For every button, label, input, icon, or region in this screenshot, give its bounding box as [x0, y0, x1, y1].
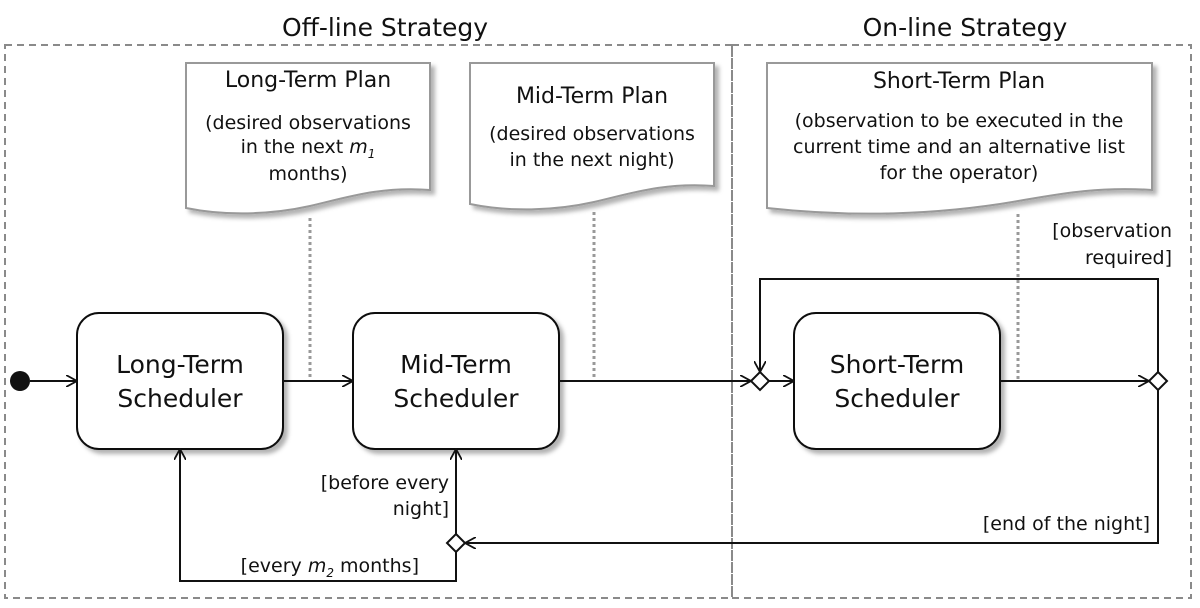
initial-node	[10, 371, 30, 391]
short-term-plan-document: Short-Term Plan (observation to be execu…	[766, 62, 1153, 215]
guard-before-every-night-line2: night]	[393, 498, 449, 520]
guard-observation-required-line2: required]	[1085, 247, 1172, 269]
short-term-scheduler-line2: Scheduler	[834, 384, 960, 413]
online-title: On-line Strategy	[863, 13, 1068, 42]
long-term-plan-line1: (desired observations	[205, 112, 411, 134]
flow-observation-required-loop	[760, 278, 1159, 372]
mid-term-plan-line2: in the next night)	[510, 149, 675, 171]
guard-end-of-night: [end of the night]	[983, 513, 1150, 535]
merge-node	[749, 370, 771, 392]
short-term-plan-line1: (observation to be executed in the	[795, 110, 1124, 132]
flow-end-of-night	[465, 390, 1159, 543]
short-term-plan-line2: current time and an alternative list	[793, 136, 1125, 158]
mid-term-plan-title: Mid-Term Plan	[516, 84, 668, 109]
mid-term-plan-document: Mid-Term Plan (desired observations in t…	[469, 62, 715, 211]
decision-node-mid-term	[445, 532, 467, 554]
long-term-scheduler-line2: Scheduler	[117, 384, 243, 413]
mid-term-scheduler-line1: Mid-Term	[400, 350, 512, 379]
mid-term-plan-line1: (desired observations	[489, 123, 695, 145]
short-term-plan-title: Short-Term Plan	[873, 69, 1045, 94]
short-term-scheduler: Short-Term Scheduler	[793, 312, 1001, 450]
long-term-scheduler-line1: Long-Term	[116, 350, 244, 379]
online-region	[731, 44, 1192, 599]
guard-before-every-night-line1: [before every	[321, 472, 449, 494]
short-term-scheduler-line1: Short-Term	[830, 350, 964, 379]
long-term-plan-line2: in the next m1	[241, 136, 376, 161]
long-term-plan-title: Long-Term Plan	[225, 68, 391, 93]
long-term-plan-document: Long-Term Plan (desired observations in …	[185, 62, 431, 215]
long-term-plan-line3: months)	[269, 163, 348, 185]
offline-region	[4, 44, 733, 599]
long-term-scheduler: Long-Term Scheduler	[76, 312, 284, 450]
flow-every-m2-months	[180, 449, 457, 582]
guard-every-m2-months: [every m2 months]	[241, 555, 419, 580]
mid-term-scheduler: Mid-Term Scheduler	[352, 312, 560, 450]
mid-term-scheduler-line2: Scheduler	[393, 384, 519, 413]
decision-node-short-term	[1147, 370, 1169, 392]
short-term-plan-line3: for the operator)	[880, 162, 1039, 184]
offline-title: Off-line Strategy	[282, 13, 488, 42]
guard-observation-required-line1: [observation	[1052, 220, 1172, 242]
